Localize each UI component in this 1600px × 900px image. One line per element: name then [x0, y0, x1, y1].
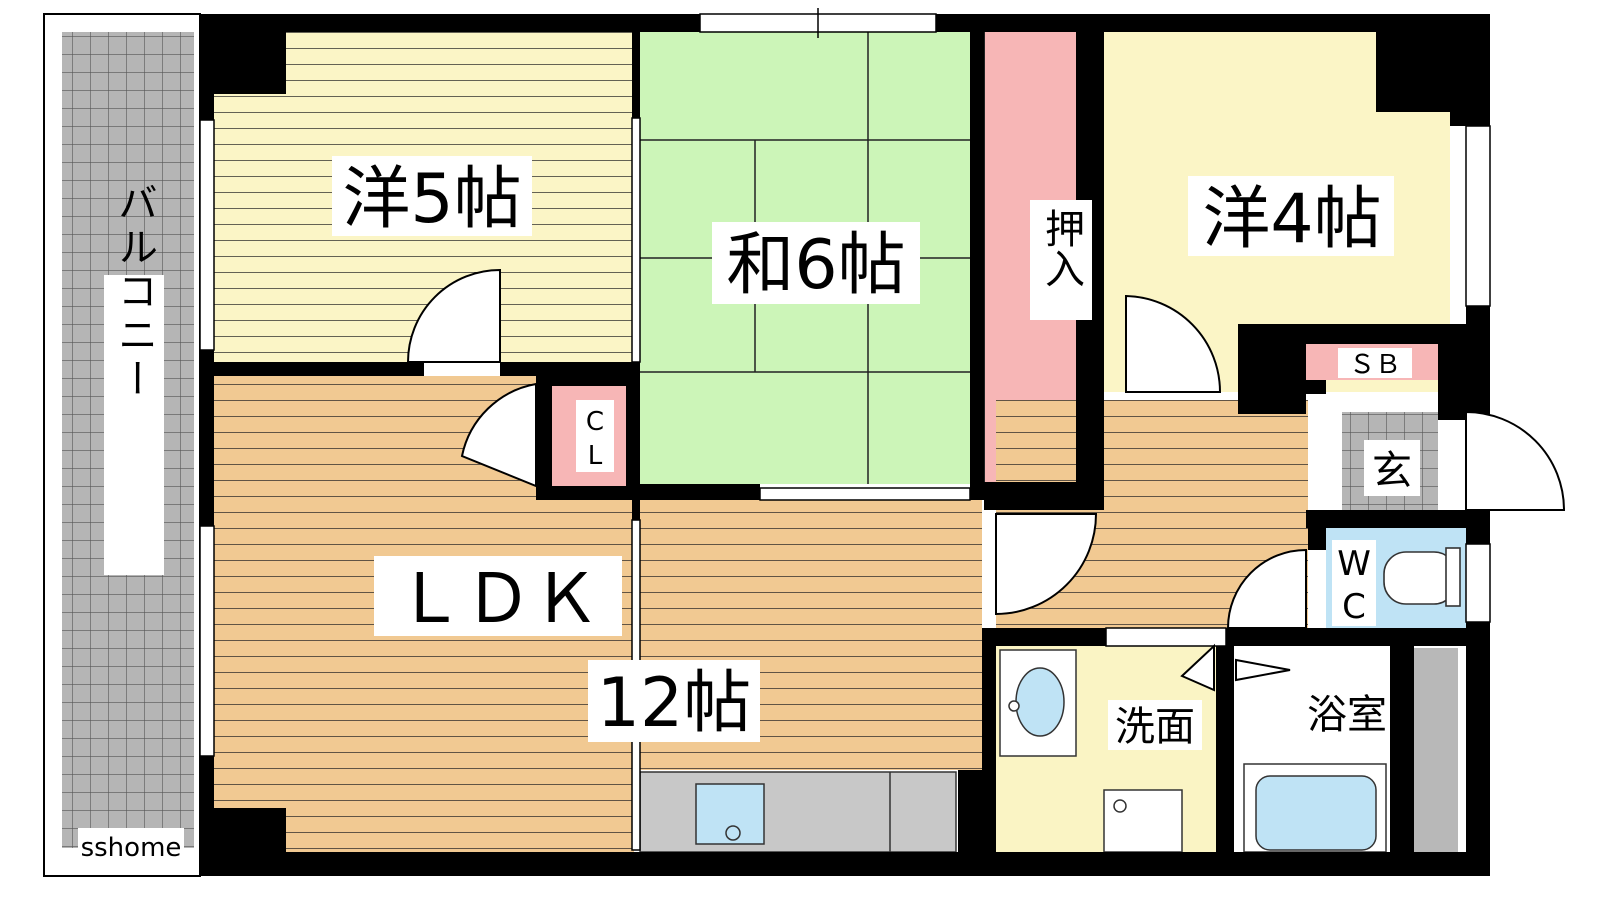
label-western-4: 洋4帖 — [1202, 180, 1381, 259]
label-ldk-size: 12帖 — [597, 664, 752, 743]
watermark: sshome — [78, 828, 184, 863]
label-washroom: 洗面 — [1115, 704, 1195, 750]
label-bathroom: 浴室 — [1307, 692, 1387, 738]
label-oshiire: 押入 — [1038, 208, 1084, 288]
room-labels: 洋5帖 和6帖 洋4帖 押入 C L ＳＢ 玄 W C ＬＤＫ 12帖 洗面 浴… — [111, 156, 1420, 750]
label-closet-c: C — [586, 407, 604, 437]
label-wc-w: W — [1337, 544, 1371, 584]
label-shoe-box: ＳＢ — [1349, 350, 1401, 380]
label-entrance: 玄 — [1372, 448, 1412, 494]
label-ldk: ＬＤＫ — [396, 560, 600, 639]
balcony — [43, 13, 201, 877]
label-western-5: 洋5帖 — [342, 160, 521, 239]
label-closet-l: L — [588, 441, 603, 471]
label-wc-c: C — [1342, 587, 1366, 627]
label-japanese-6: 和6帖 — [726, 226, 905, 305]
label-balcony: バルコニー — [111, 182, 157, 402]
watermark-text: sshome — [81, 833, 182, 863]
kitchen-counter — [639, 771, 957, 853]
bathroom — [1234, 646, 1458, 853]
doors — [406, 268, 1566, 692]
